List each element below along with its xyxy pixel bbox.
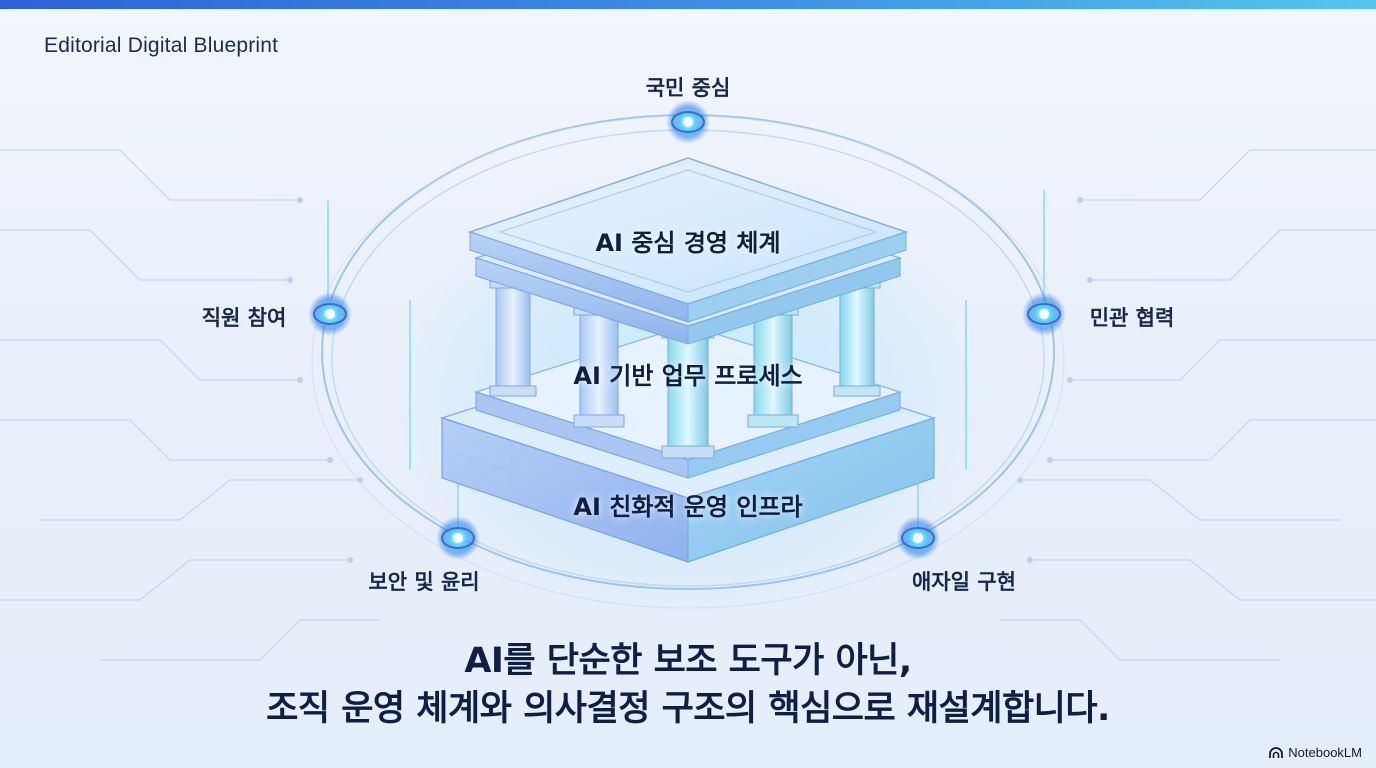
node-glow-icon [666,100,710,144]
brand-title: Editorial Digital Blueprint [44,34,279,57]
node-label-top: 국민 중심 [645,76,731,100]
notebooklm-logo-icon [1269,746,1284,758]
node-label-right: 민관 협력 [1089,306,1175,330]
tier-label-base: AI 친화적 운영 인프라 [573,493,803,521]
node-glow-icon [1022,292,1066,336]
headline-line-2: 조직 운영 체계와 의사결정 구조의 핵심으로 재설계합니다. [266,689,1110,729]
footer-logo-text: NotebookLM [1288,745,1362,760]
node-label-left: 직원 참여 [201,306,287,330]
node-glow-icon [896,516,940,560]
circuit-traces [0,149,1376,661]
orbit-nodes [308,100,1066,560]
roof-slab [467,157,909,345]
tier-label-roof: AI 중심 경영 체계 [595,229,781,257]
node-glow-icon [436,516,480,560]
node-label-bottom-right: 애자일 구현 [912,570,1016,594]
node-glow-icon [308,292,352,336]
top-accent-bar [0,0,1376,9]
tier-label-columns: AI 기반 업무 프로세스 [573,362,803,390]
circuit-dots [287,197,1093,563]
notebooklm-logo: NotebookLM [1269,745,1362,760]
headline-line-1: AI를 단순한 보조 도구가 아닌, [464,641,912,681]
node-label-bottom-left: 보안 및 윤리 [368,570,480,594]
